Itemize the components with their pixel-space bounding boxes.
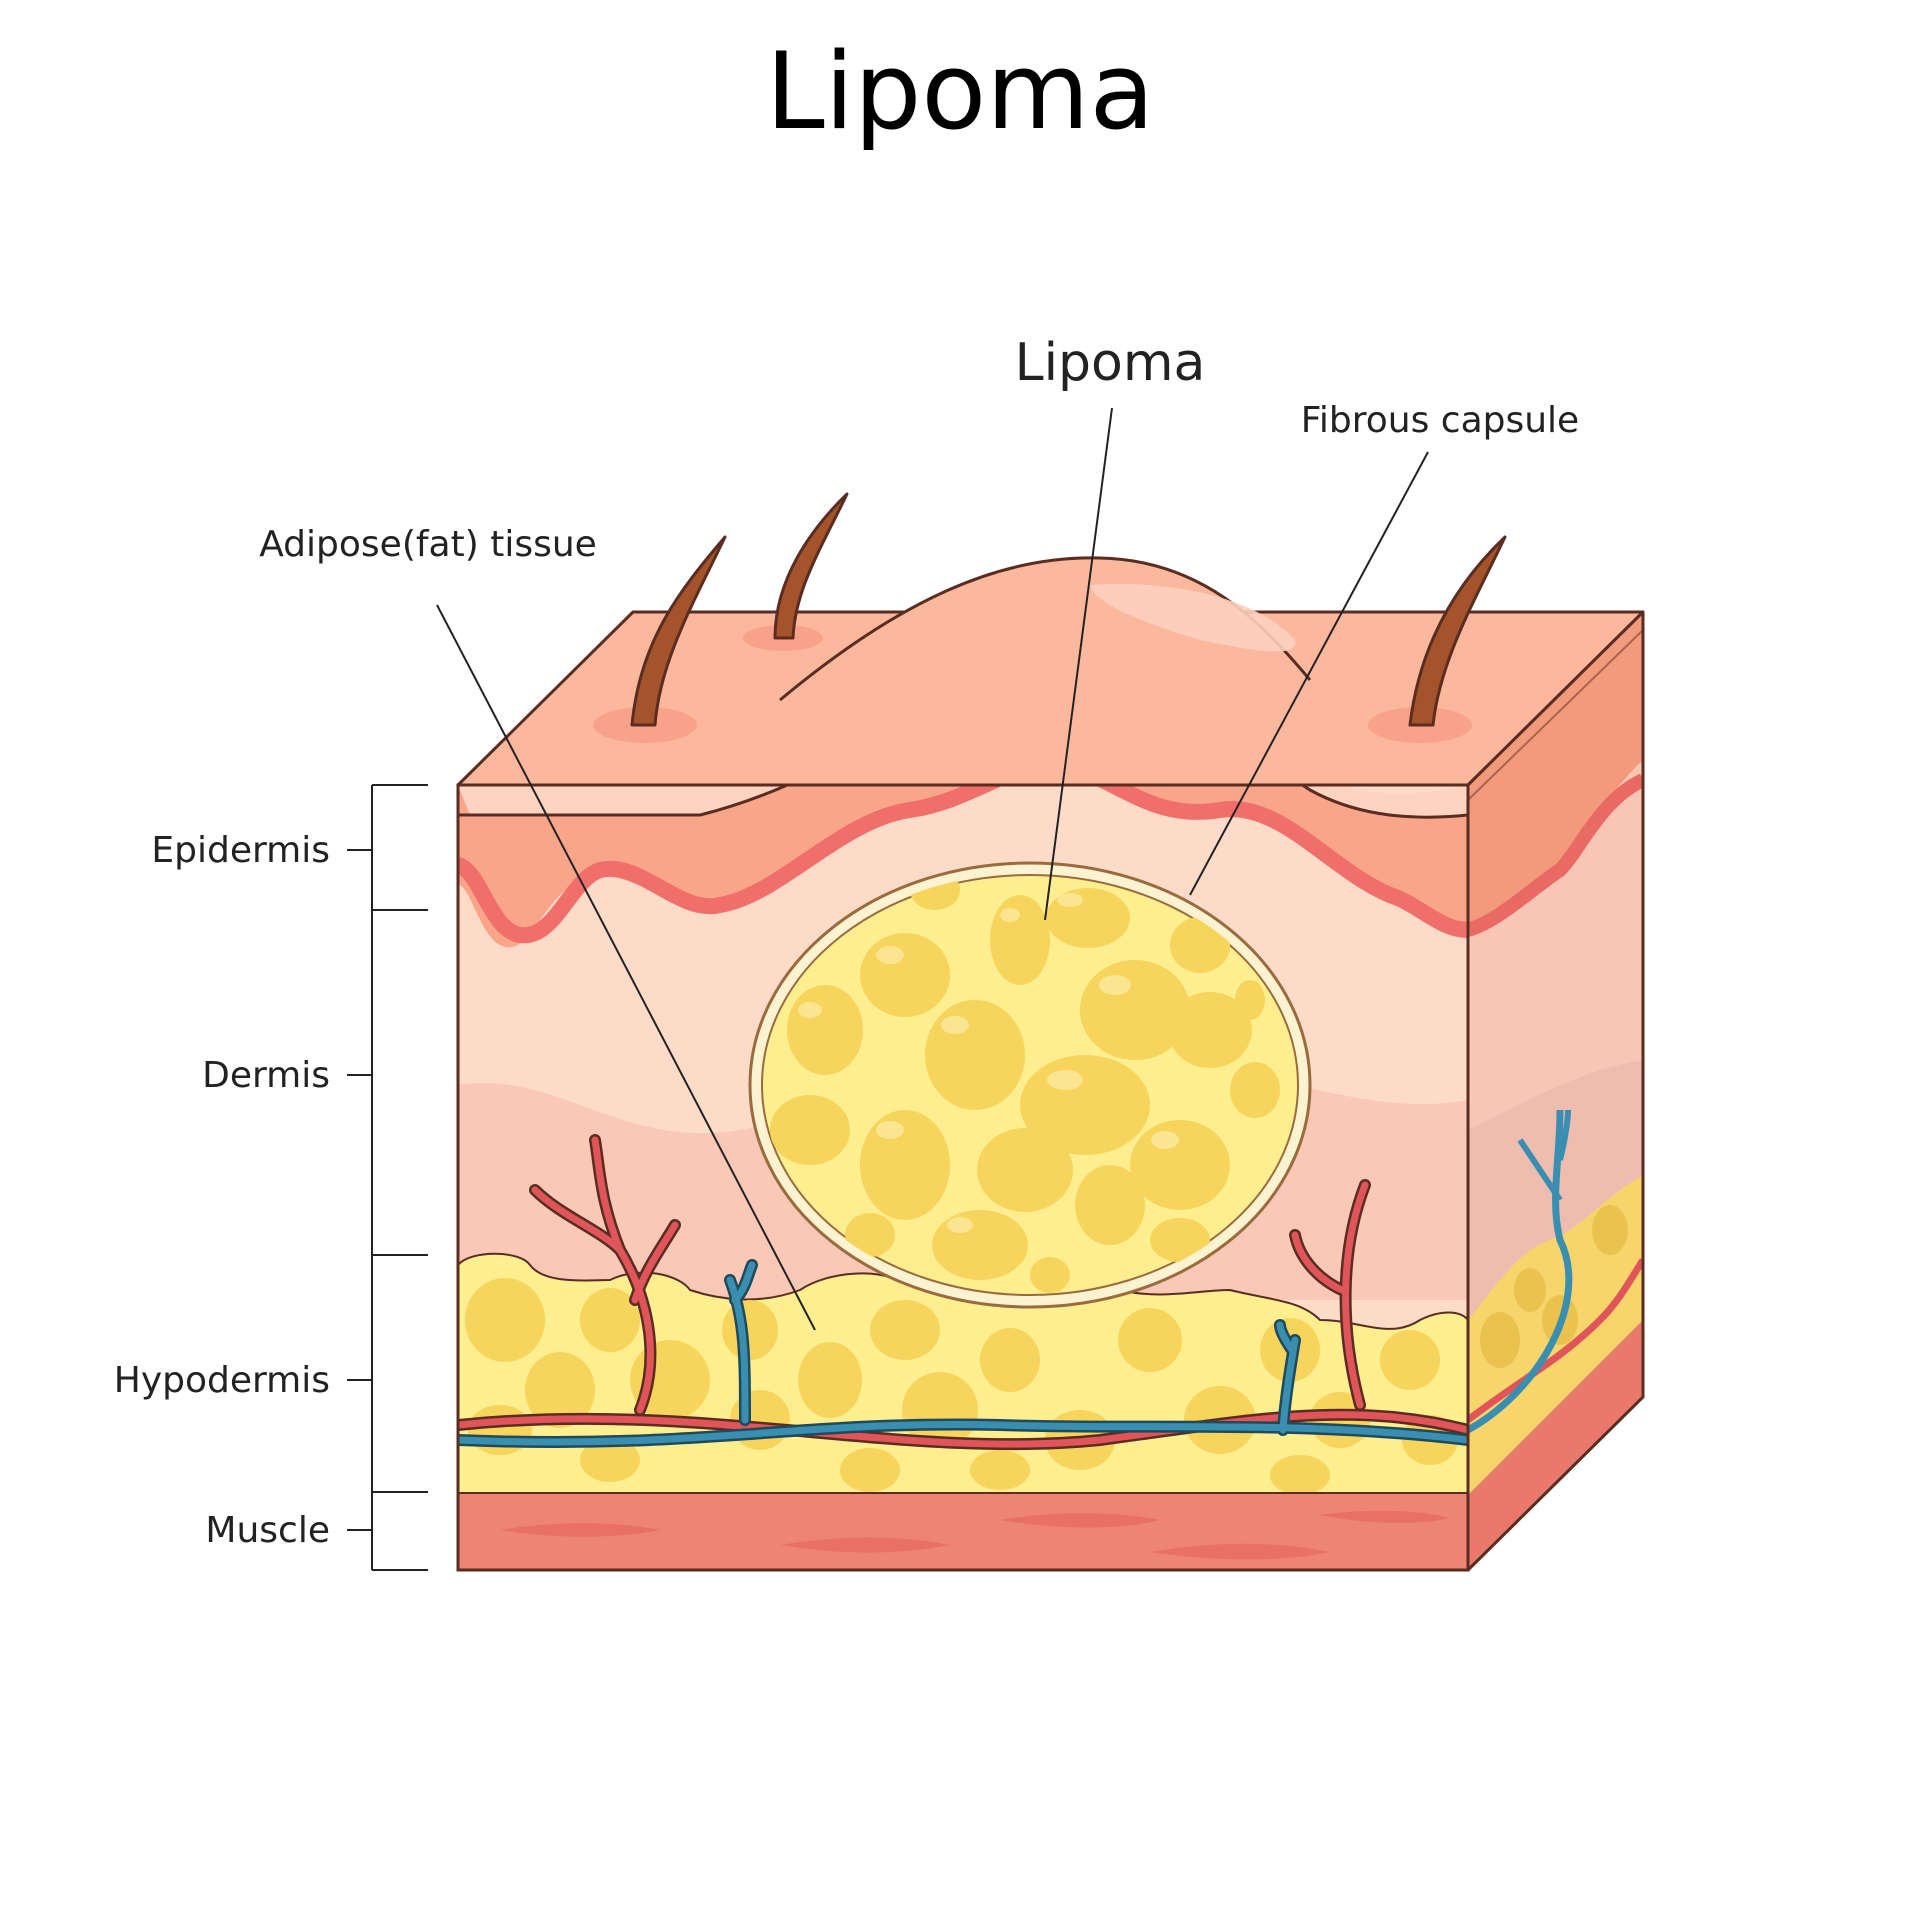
page-title: Lipoma (765, 30, 1155, 153)
lipoma-label: Lipoma (1015, 333, 1206, 393)
dermis-label: Dermis (202, 1055, 330, 1096)
skin-side-section (1468, 612, 1643, 1570)
muscle-label: Muscle (205, 1510, 330, 1551)
hair-icon (630, 492, 1507, 727)
fibrous-capsule-label: Fibrous capsule (1301, 400, 1579, 441)
hypodermis-label: Hypodermis (114, 1360, 330, 1401)
layer-brackets (347, 784, 428, 1571)
adipose-tissue-label: Adipose(fat) tissue (259, 524, 597, 565)
epidermis-label: Epidermis (151, 830, 330, 871)
lipoma-mass (748, 861, 1312, 1309)
